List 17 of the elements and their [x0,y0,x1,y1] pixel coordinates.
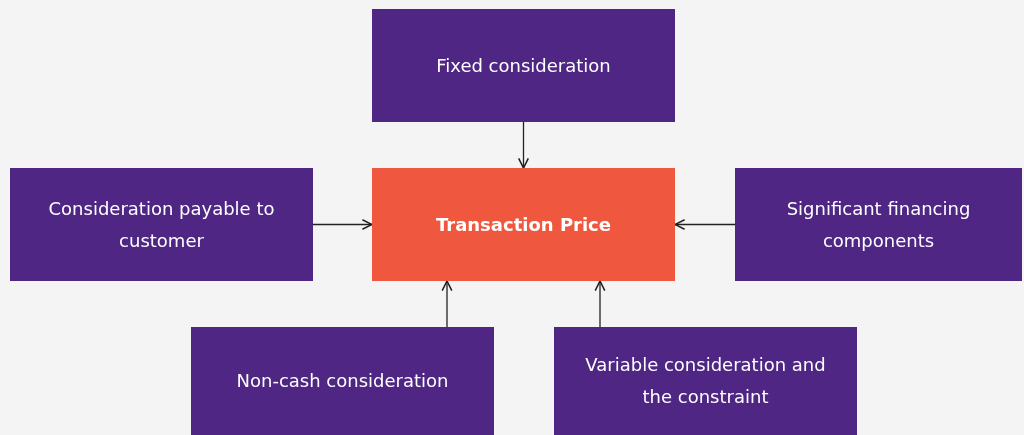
arrow [441,280,453,328]
input-box [554,327,857,435]
arrow [594,280,606,328]
arrow [312,218,373,231]
box-label: Consideration payable to customer [47,196,276,253]
box-label: Non-cash consideration [236,369,449,393]
box-label: Transaction Price [436,212,611,237]
box-label: Variable consideration and the constraint [584,353,827,409]
arrow [517,121,530,169]
input-box [735,168,1022,281]
arrow [674,218,736,231]
box-label: Fixed consideration [436,53,611,78]
input-box [191,327,494,435]
box-label: Significant financing components [785,196,972,253]
target-box [372,168,675,281]
input-box [372,9,675,122]
input-box [10,168,313,281]
